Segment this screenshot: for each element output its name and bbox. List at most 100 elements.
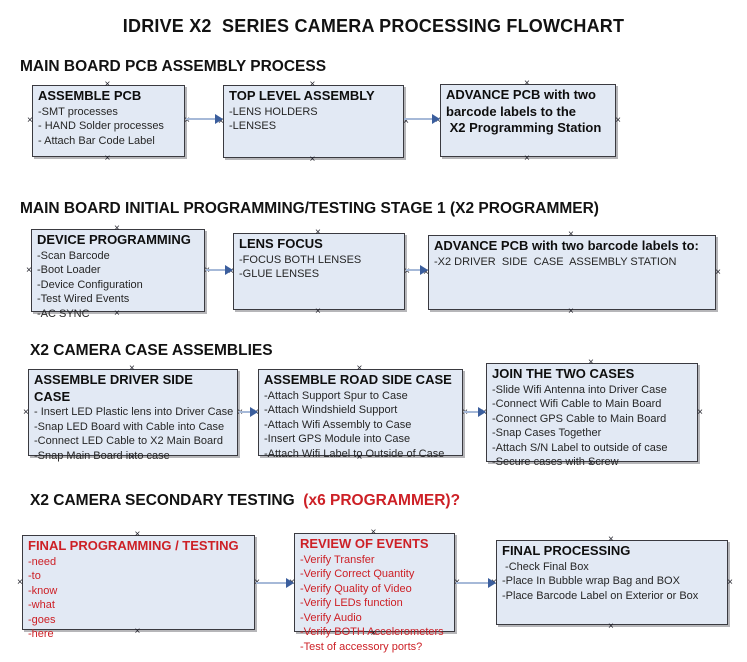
connection-point-icon: ×	[27, 115, 33, 126]
arrow-line	[186, 118, 217, 120]
box-item: -Connect LED Cable to X2 Main Board	[34, 435, 223, 448]
box-item: -Boot Loader	[37, 264, 101, 277]
section-heading-secondary-testing: X2 CAMERA SECONDARY TESTING (x6 PROGRAMM…	[30, 492, 460, 510]
box-item: - Attach Bar Code Label	[38, 134, 155, 147]
box-item: -Check Final Box	[502, 560, 589, 573]
connector-arrow	[404, 114, 440, 124]
connection-point-icon: ×	[315, 227, 321, 238]
flow-box-final-processing: FINAL PROCESSING -Check Final Box -Place …	[491, 535, 733, 632]
box-title: TOP LEVEL ASSEMBLY	[229, 88, 375, 103]
arrow-line	[464, 411, 480, 413]
connector-arrow	[406, 265, 428, 275]
box-item: -Place In Bubble wrap Bag and BOX	[502, 575, 680, 588]
box-item: -Attach Wifi Assembly to Case	[264, 418, 412, 431]
flow-box-device-programming: DEVICE PROGRAMMING -Scan Barcode-Boot Lo…	[26, 224, 210, 320]
connection-point-icon: ×	[715, 266, 721, 278]
flow-box-assemble-road-side-case: ASSEMBLE ROAD SIDE CASE -Attach Support …	[253, 364, 468, 463]
connector-arrow	[456, 578, 496, 588]
page-title: IDRIVE X2 SERIES CAMERA PROCESSING FLOWC…	[122, 16, 625, 36]
connection-point-icon: ×	[114, 223, 120, 234]
box-item: -Place Barcode Label on Exterior or Box	[502, 589, 699, 602]
box-item: -Snap Cases Together	[492, 427, 602, 440]
box-item: -Verify LEDs function	[300, 597, 403, 610]
connection-point-icon: ×	[315, 306, 321, 317]
box-item: -goes	[28, 613, 56, 626]
connection-point-icon: ×	[26, 264, 32, 276]
box-item: -Attach S/N Label to outside of case	[492, 441, 668, 454]
connector-arrow	[186, 114, 223, 124]
arrow-head-icon	[478, 407, 486, 417]
box-item: -Verify Correct Quantity	[300, 568, 415, 581]
connection-point-icon: ×	[104, 79, 111, 90]
arrow-head-icon	[250, 407, 258, 417]
box-item: -Insert GPS Module into Case	[264, 433, 411, 446]
box-item: - HAND Solder processes	[38, 120, 164, 133]
box-item-list: -X2 DRIVER SIDE CASE ASSEMBLY STATION	[434, 255, 710, 270]
arrow-head-icon	[215, 114, 223, 124]
box-item-list: -Scan Barcode-Boot Loader-Device Configu…	[37, 249, 199, 322]
box-item: -LENS HOLDERS	[229, 105, 318, 118]
box-title: FINAL PROGRAMMING / TESTING	[28, 538, 239, 553]
connection-point-icon: ×	[23, 406, 29, 418]
connection-point-icon: ×	[184, 115, 190, 126]
box-item-list: - Insert LED Plastic lens into Driver Ca…	[34, 405, 233, 463]
box-item: -Secure cases with Screw	[492, 456, 619, 469]
box-item: -what	[28, 599, 55, 612]
arrow-line	[239, 411, 252, 413]
flow-box-final-programming-testing: FINAL PROGRAMMING / TESTING -need-to-kno…	[17, 530, 260, 641]
section-heading-case-assemblies: X2 CAMERA CASE ASSEMBLIES	[30, 342, 273, 359]
box-item: -to	[28, 570, 41, 583]
box-title: ADVANCE PCB with two barcode labels to:	[434, 238, 699, 253]
connection-point-icon: ×	[568, 306, 574, 317]
box-item: -Test of accessory ports?	[300, 640, 423, 653]
box-title: ADVANCE PCB with two barcode labels to t…	[446, 87, 602, 136]
connection-point-icon: ×	[129, 452, 135, 463]
box-item: -Verify Quality of Video	[300, 582, 412, 595]
arrow-line	[206, 269, 227, 271]
box-item: -Verify Audio	[300, 611, 362, 624]
box-item-list: -LENS HOLDERS -LENSES	[229, 105, 398, 134]
box-item-list: -Verify Transfer -Verify Correct Quantity…	[300, 553, 449, 655]
arrow-line	[404, 118, 434, 120]
box-item: -Test Wired Events	[37, 293, 130, 306]
connection-point-icon: ×	[356, 452, 363, 463]
flow-box-lens-focus: LENS FOCUS -FOCUS BOTH LENSES-GLUE LENSE…	[228, 228, 410, 317]
box-item-list: -Check Final Box -Place In Bubble wrap Ba…	[502, 560, 722, 604]
box-item: -here	[28, 628, 54, 641]
flow-box-join-the-two-cases: JOIN THE TWO CASES -Slide Wifi Antenna i…	[481, 358, 703, 469]
connection-point-icon: ×	[404, 265, 410, 277]
box-item: -GLUE LENSES	[239, 268, 320, 281]
connection-point-icon: ×	[356, 363, 363, 374]
connection-point-icon: ×	[524, 153, 530, 164]
box-item: -Snap LED Board with Cable into Case	[34, 420, 225, 433]
box-item: -Snap Main Board into case	[34, 449, 170, 462]
flow-box-assemble-driver-side-case: ASSEMBLE DRIVER SIDE CASE - Insert LED P…	[23, 364, 243, 463]
box-item: -Attach Support Spur to Case	[264, 389, 408, 402]
connector-arrow	[256, 578, 294, 588]
box-item-list: -Attach Support Spur to Case-Attach Wind…	[264, 389, 457, 462]
connection-point-icon: ×	[615, 114, 621, 126]
box-item: -Verify Transfer	[300, 553, 375, 566]
connection-point-icon: ×	[17, 576, 23, 588]
box-title: FINAL PROCESSING	[502, 543, 631, 558]
arrow-head-icon	[286, 578, 294, 588]
connection-point-icon: ×	[588, 357, 594, 368]
box-item: -LENSES	[229, 120, 277, 133]
arrow-head-icon	[432, 114, 440, 124]
connector-arrow	[464, 407, 486, 417]
connection-point-icon: ×	[114, 308, 120, 319]
flow-box-assemble-pcb: ASSEMBLE PCB -SMT processes- HAND Solder…	[27, 80, 190, 164]
section-heading-initial-programming: MAIN BOARD INITIAL PROGRAMMING/TESTING S…	[20, 200, 599, 217]
flow-box-top-level-assembly: TOP LEVEL ASSEMBLY -LENS HOLDERS-LENSES …	[218, 80, 409, 165]
box-title: ASSEMBLE PCB	[38, 88, 142, 103]
arrow-head-icon	[488, 578, 496, 588]
box-title: LENS FOCUS	[239, 236, 323, 251]
box-item: -Scan Barcode	[37, 249, 110, 262]
connection-point-icon: ×	[309, 154, 316, 165]
connection-point-icon: ×	[134, 529, 141, 540]
connection-point-icon: ×	[104, 153, 111, 164]
connection-point-icon: ×	[608, 621, 614, 632]
connection-point-icon: ×	[524, 78, 530, 89]
arrow-line	[256, 582, 288, 584]
connection-point-icon: ×	[697, 406, 703, 418]
